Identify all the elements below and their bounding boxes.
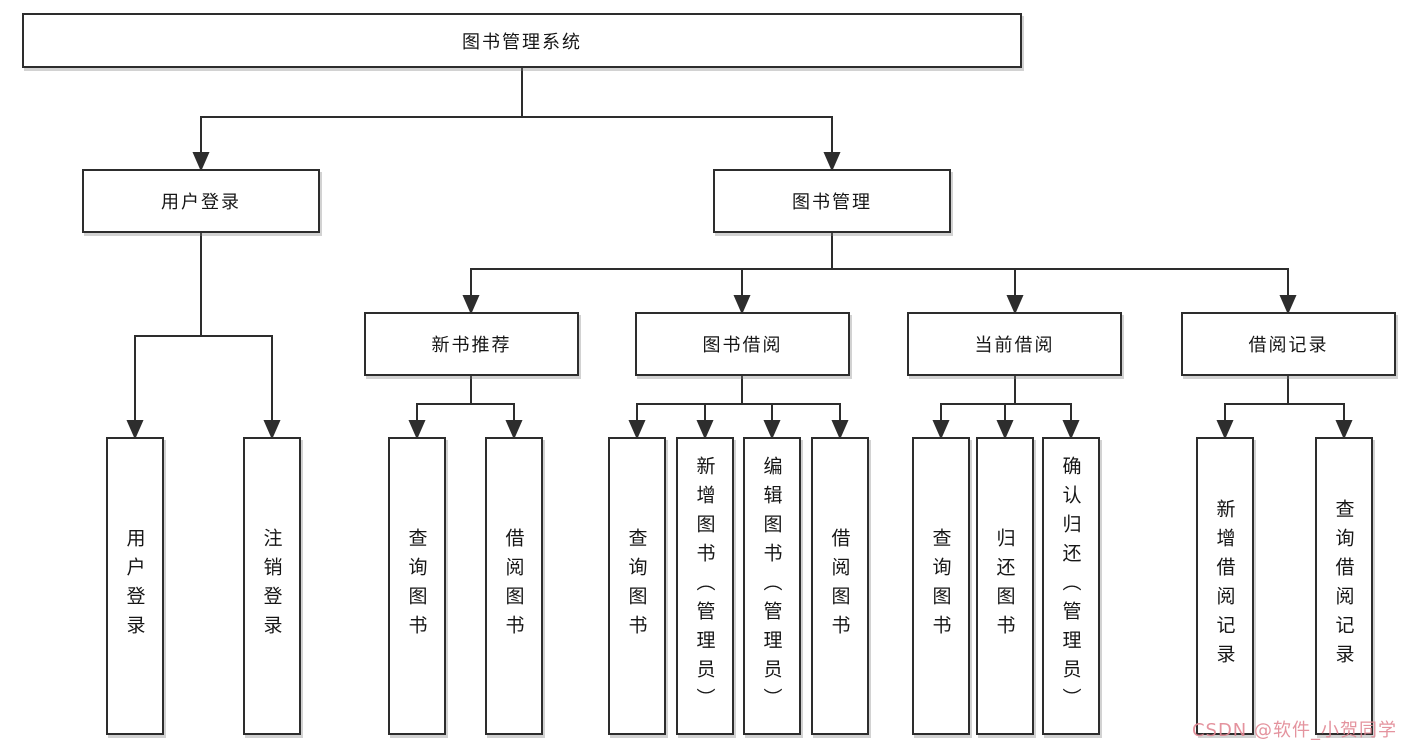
- node-borrowing-records: 借阅记录: [1181, 312, 1396, 376]
- node-library-system: 图书管理系统: [22, 13, 1022, 68]
- leaf-add-book-admin: 新增图书（管理员）: [676, 437, 734, 735]
- leaf-borrow-books-1: 借阅图书: [485, 437, 543, 735]
- node-book-management: 图书管理: [713, 169, 951, 233]
- node-user-login: 用户登录: [82, 169, 320, 233]
- node-current-borrowing: 当前借阅: [907, 312, 1122, 376]
- leaf-borrow-books-2: 借阅图书: [811, 437, 869, 735]
- leaf-query-borrow-record: 查询借阅记录: [1315, 437, 1373, 735]
- node-book-borrowing: 图书借阅: [635, 312, 850, 376]
- leaf-query-books-3: 查询图书: [912, 437, 970, 735]
- leaf-user-login: 用户登录: [106, 437, 164, 735]
- leaf-add-borrow-record: 新增借阅记录: [1196, 437, 1254, 735]
- leaf-query-books-1: 查询图书: [388, 437, 446, 735]
- leaf-query-books-2: 查询图书: [608, 437, 666, 735]
- csdn-watermark: CSDN @软件_小贺同学: [1191, 720, 1397, 741]
- leaf-confirm-return-admin: 确认归还（管理员）: [1042, 437, 1100, 735]
- leaf-logout: 注销登录: [243, 437, 301, 735]
- leaf-edit-book-admin: 编辑图书（管理员）: [743, 437, 801, 735]
- leaf-return-book: 归还图书: [976, 437, 1034, 735]
- node-new-book-recommendation: 新书推荐: [364, 312, 579, 376]
